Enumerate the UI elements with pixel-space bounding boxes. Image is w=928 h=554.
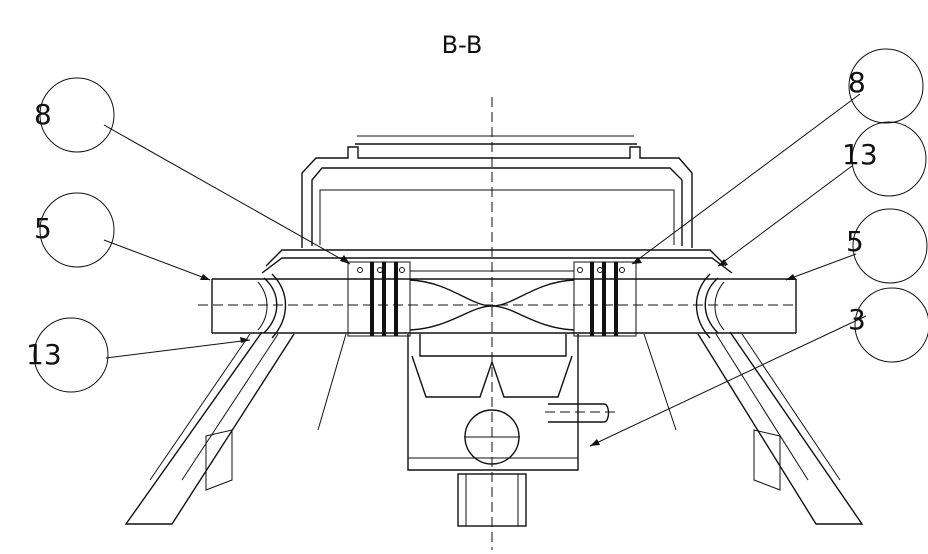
callout-label-8-right: 8 — [848, 66, 866, 99]
callout-label-8-left: 8 — [34, 98, 52, 131]
right-clamps — [573, 261, 637, 337]
section-title: B-B — [442, 31, 483, 59]
balloon-3-right — [854, 287, 928, 363]
balloon-5-left — [39, 192, 115, 268]
right-flange — [695, 273, 725, 339]
balloon-13-left — [33, 317, 109, 393]
callout-label-13-right: 13 — [842, 138, 878, 171]
right-leg — [643, 331, 864, 525]
top-housing — [301, 135, 693, 248]
balloon-8-right — [848, 48, 924, 124]
left-leg — [124, 331, 347, 525]
callout-leaders — [103, 93, 867, 447]
venturi-throat — [409, 270, 575, 331]
balloon-8-left — [39, 77, 115, 153]
lower-box — [407, 334, 620, 471]
left-flange — [257, 273, 287, 339]
balloon-13-right — [851, 121, 927, 197]
callout-label-5-right: 5 — [846, 225, 864, 258]
bottom-outlet — [457, 473, 527, 527]
callout-label-13-left: 13 — [26, 338, 62, 371]
callout-label-3-right: 3 — [848, 303, 866, 336]
left-clamps — [347, 261, 411, 337]
balloon-5-right — [852, 208, 928, 284]
callout-balloons — [33, 48, 928, 393]
callout-label-5-left: 5 — [34, 212, 52, 245]
